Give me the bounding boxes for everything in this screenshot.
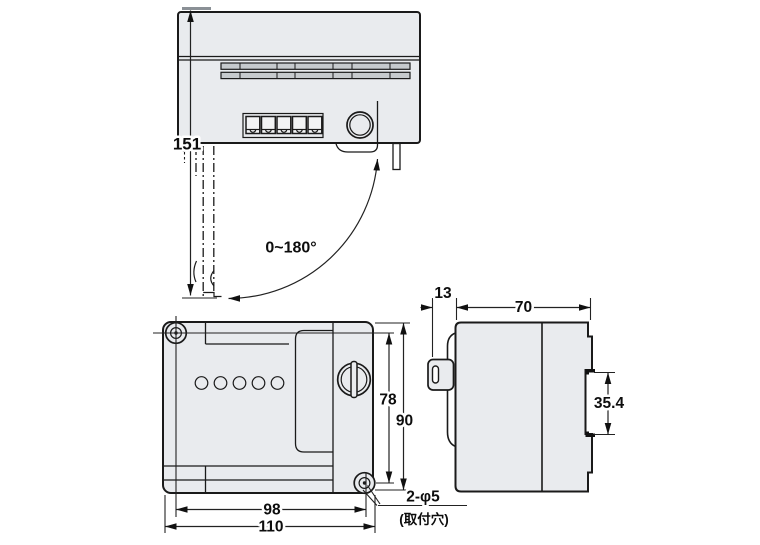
door-swing-arc: [228, 158, 380, 302]
rotary-knob: [346, 111, 374, 139]
din-hook-top: [585, 369, 595, 375]
dimension-90: 90: [375, 322, 416, 491]
dimension-35-4: 35.4: [591, 371, 627, 436]
key-slot: [431, 365, 440, 384]
hole-pitch-v-label: 78: [379, 392, 397, 409]
door-recess-outline: [294, 329, 333, 453]
door-swing-label: 0~180°: [265, 240, 316, 257]
din-release-tab: [392, 142, 401, 171]
dimension-151: 151: [170, 7, 217, 299]
front-body-outline: [162, 321, 374, 494]
body-height-label: 90: [396, 413, 413, 430]
indicator-windows: [194, 376, 285, 390]
dimension-13: 13: [420, 283, 454, 357]
knob-depth-label: 13: [434, 285, 452, 302]
hole-note-sub-label: (取付穴): [399, 511, 449, 527]
front-view-door-open: 0~180° 151: [170, 7, 421, 302]
mounting-hole-bottom-right: [353, 471, 376, 495]
front-panel-seams: [163, 322, 334, 493]
dimension-110: 110: [164, 495, 376, 538]
side-body-outline: [454, 321, 593, 493]
hole-pitch-h-label: 98: [263, 502, 281, 519]
side-view: 13 70 35.4: [420, 283, 627, 493]
front-view: 78 90 98 110 2-φ5 (取付穴): [153, 316, 467, 538]
dimension-70: 70: [455, 297, 592, 320]
body-depth-label: 70: [515, 299, 532, 316]
din-hook-bottom: [585, 431, 595, 437]
open-door-phantom: [193, 146, 222, 298]
terminal-block: [242, 112, 324, 139]
door-bottom-lip: [335, 101, 379, 153]
lock-knob: [336, 360, 372, 399]
vent-slots: [220, 62, 411, 80]
din-width-label: 35.4: [594, 395, 625, 412]
hole-note-label: 2-φ5: [406, 489, 440, 506]
body-width-label: 110: [258, 519, 283, 536]
dimension-98: 98: [175, 316, 367, 521]
overall-height-label: 151: [173, 135, 201, 154]
dimension-78: 78: [153, 332, 399, 484]
hole-callout: 2-φ5 (取付穴): [362, 485, 467, 530]
